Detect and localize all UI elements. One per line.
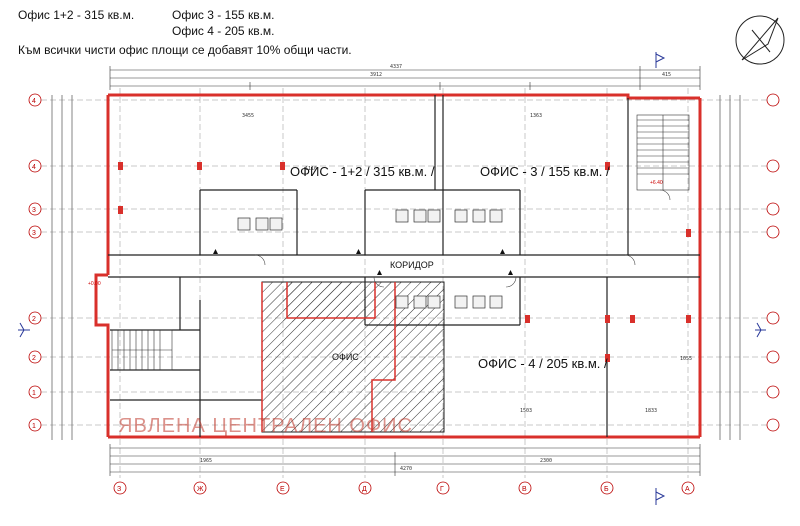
section-marker-top-icon (655, 52, 666, 68)
top-dimension-chain (109, 66, 701, 90)
top-dim-main: 3912 (370, 72, 382, 78)
room-dim-5: 1116 (305, 166, 317, 172)
side-axis-2a: 2 (32, 316, 36, 323)
axis-label-b: Б (604, 486, 609, 493)
door-swings (254, 189, 671, 288)
corridor-label: КОРИДОР (390, 260, 434, 270)
north-arrow-icon (735, 15, 785, 65)
elevation-markers (213, 249, 513, 275)
axis-label-g: Г (440, 486, 444, 493)
axis-label-zh: Ж (197, 486, 204, 493)
hatched-office-label: ОФИС (332, 352, 359, 362)
bottom-dim-total: 4270 (400, 466, 412, 472)
bottom-dimension-chain (109, 444, 701, 476)
bottom-dim-left: 1965 (200, 458, 212, 464)
top-dim-total: 4337 (390, 64, 402, 70)
section-marker-bottom-icon (655, 488, 666, 505)
side-axis-3b: 3 (32, 230, 36, 237)
columns (118, 162, 691, 362)
room-dim-3: 1833 (645, 408, 657, 414)
room-dim-1: 3455 (242, 113, 254, 119)
axis-label-v: В (522, 486, 527, 493)
side-axis-4b: 4 (32, 164, 36, 171)
watermark: ЯВЛЕНА ЦЕНТРАЛЕН ОФИС (118, 415, 413, 437)
top-dim-stair: 415 (662, 72, 671, 78)
area-line-office-4: Офис 4 - 205 кв.м. (172, 24, 275, 38)
axis-label-z: З (117, 486, 121, 493)
axis-label-a: А (685, 486, 690, 493)
axis-label-e: Е (280, 486, 285, 493)
bottom-dim-right: 2300 (540, 458, 552, 464)
side-axis-2b: 2 (32, 355, 36, 362)
red-room-outline (261, 282, 396, 432)
exterior-walls (94, 93, 702, 439)
room-dim-2: 1363 (530, 113, 542, 119)
annotation-left-stair: +0.00 (88, 281, 101, 287)
room-dim-4: 1503 (520, 408, 532, 414)
office-12-label: ОФИС - 1+2 / 315 кв.м. / (290, 164, 435, 179)
side-axis-4a: 4 (32, 98, 36, 105)
wc-fixtures (237, 209, 503, 309)
staircase-top-right (636, 114, 690, 191)
area-line-office-12: Офис 1+2 - 315 кв.м. (18, 8, 135, 22)
section-marker-left-icon (18, 322, 30, 338)
office-4-label: ОФИС - 4 / 205 кв.м. / (478, 356, 608, 371)
section-marker-right-icon (755, 322, 766, 338)
office-3-label: ОФИС - 3 / 155 кв.м. / (480, 164, 610, 179)
common-parts-note: Към всички чисти офис площи се добавят 1… (18, 43, 352, 57)
room-dim-6: 1055 (680, 356, 692, 362)
hatched-office-tab (283, 282, 358, 322)
side-axis-1b: 1 (32, 423, 36, 430)
annotation-top-right: +6.40 (650, 180, 663, 186)
area-line-office-3: Офис 3 - 155 кв.м. (172, 8, 275, 22)
bottom-axis-bubbles (113, 481, 695, 495)
side-axis-1a: 1 (32, 390, 36, 397)
staircase-left (111, 329, 173, 371)
axis-label-d: Д (362, 486, 367, 493)
side-axis-bubbles (28, 93, 780, 432)
side-axis-3a: 3 (32, 207, 36, 214)
side-dimension-chains (51, 95, 741, 440)
